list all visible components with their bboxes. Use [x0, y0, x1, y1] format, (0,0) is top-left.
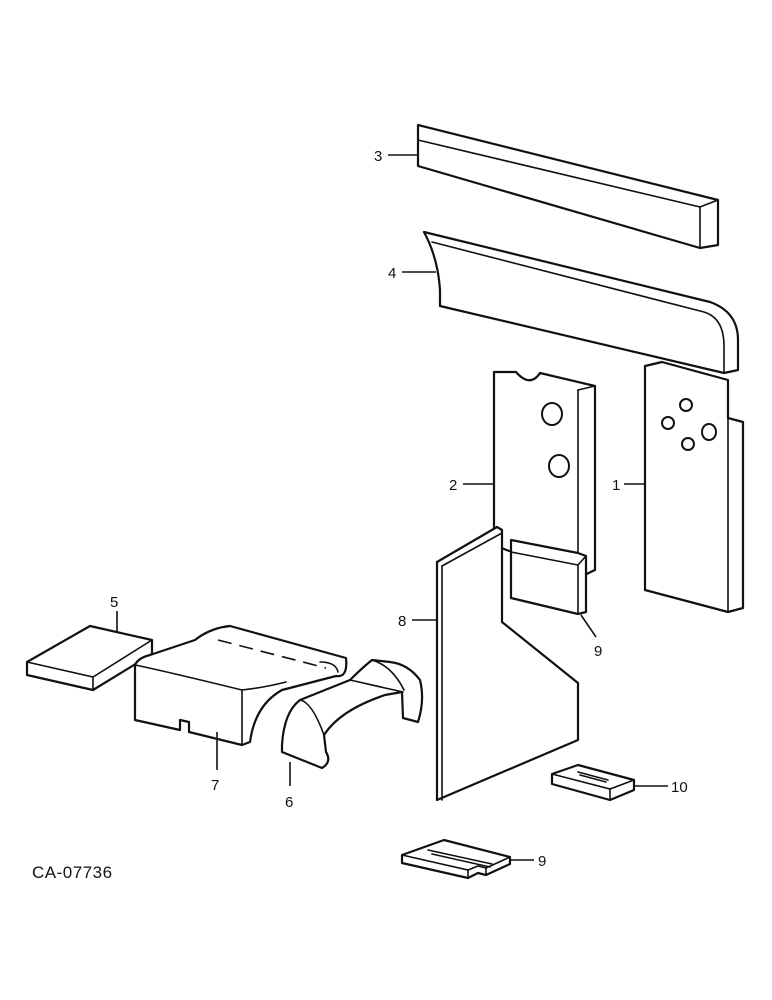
part-2-hole-upper: [541, 402, 563, 426]
callout-2: 2: [449, 477, 457, 494]
callout-8: 8: [398, 613, 406, 630]
callout-7: 7: [211, 777, 219, 794]
callout-9-upper: 9: [594, 643, 602, 660]
callout-1: 1: [612, 477, 620, 494]
figure-id: CA-07736: [32, 863, 113, 882]
callout-4: 4: [388, 265, 396, 282]
part-7-bracket: [133, 624, 348, 747]
part-2-plate: [492, 370, 597, 580]
part-9-lower-slotted-pad: [400, 838, 512, 880]
callout-10: 10: [671, 779, 688, 796]
callout-5: 5: [110, 594, 118, 611]
part-3-bar: [416, 123, 720, 250]
part-1-hole-b: [661, 416, 675, 430]
part-1-plate: [643, 360, 745, 614]
leader-lines: [116, 154, 668, 861]
callout-3: 3: [374, 148, 382, 165]
part-4-curved-strip: [422, 230, 740, 375]
part-1-hole-c: [701, 423, 717, 441]
leader-9-upper: [580, 614, 597, 638]
part-6-strap: [280, 658, 424, 770]
part-8-large-plate: [435, 525, 580, 802]
callout-6: 6: [285, 794, 293, 811]
callout-9-lower: 9: [538, 853, 546, 870]
callout-labels: 3 4 2 1 8 9 5 7 6 10 9: [110, 148, 688, 870]
part-10-slotted-pad: [550, 763, 636, 802]
part-9-upper-block: [509, 538, 588, 616]
part-1-hole-d: [681, 437, 695, 451]
part-5-pad: [25, 624, 154, 692]
part-2-hole-lower: [548, 454, 570, 478]
part-1-hole-a: [679, 398, 693, 412]
